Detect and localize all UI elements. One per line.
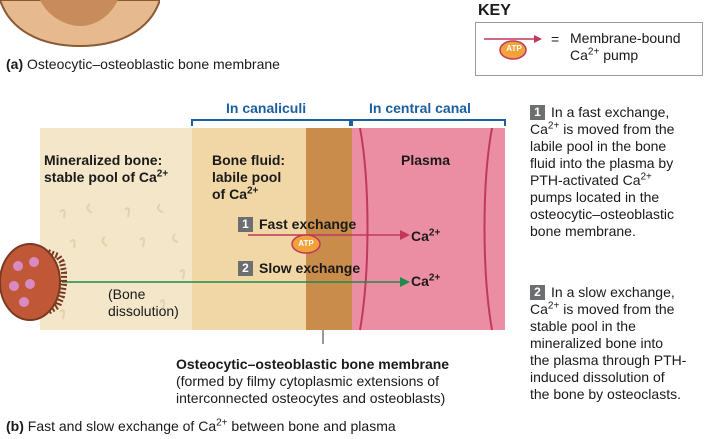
panel-b-caption: (b) Fast and slow exchange of Ca2+ betwe…: [6, 417, 396, 434]
fast-exchange-atp-pump: [291, 234, 321, 254]
fast-exchange-number: 1: [238, 217, 253, 232]
membrane-caption: Osteocytic–osteoblastic bone membrane (f…: [176, 356, 450, 406]
panel-b-letter: (b): [6, 418, 24, 434]
mineralized-bone-label: Mineralized bone: stable pool of Ca2+: [44, 152, 169, 185]
key-desc-line2: Ca2+ pump: [570, 46, 639, 63]
panel-a-letter: (a): [6, 56, 24, 72]
panel-a-caption: (a) Osteocytic–osteoblastic bone membran…: [6, 56, 280, 72]
key-atp-label: ATP: [506, 44, 522, 53]
bone-membrane-band: [306, 128, 352, 330]
side-note-2-number: 2: [530, 285, 545, 300]
key-description: Membrane-bound Ca2+ pump: [570, 30, 681, 64]
bracket-central-canal: [351, 119, 506, 126]
bracket-label-canaliculi: In canaliculi: [226, 100, 307, 116]
slow-exchange-number: 2: [238, 261, 253, 276]
bone-fluid-label: Bone fluid: labile pool of Ca2+: [212, 152, 286, 202]
key-desc-line1: Membrane-bound: [570, 30, 681, 46]
key-box: [475, 22, 703, 76]
osteon-image-fragment: [0, 0, 160, 48]
membrane-caption-title: Osteocytic–osteoblastic bone membrane: [176, 356, 450, 372]
bracket-canaliculi: [191, 119, 351, 126]
plasma-label: Plasma: [401, 152, 451, 168]
key-pump-symbol: [484, 35, 542, 60]
bone-texture: [59, 203, 185, 320]
key-equals: =: [551, 31, 560, 47]
slow-exchange-ca: Ca2+: [411, 272, 441, 289]
side-note-1-number: 1: [530, 105, 545, 120]
plasma-region: [352, 128, 505, 330]
fast-atp-label: ATP: [298, 239, 314, 248]
panel-a-text: Osteocytic–osteoblastic bone membrane: [27, 56, 280, 72]
mineralized-bone-region: [40, 128, 192, 330]
bone-plasma-diagram: [0, 119, 506, 344]
bracket-label-central-canal: In central canal: [369, 100, 471, 116]
vessel-wall-left: [359, 127, 369, 331]
vessel-wall-right: [483, 127, 493, 331]
osteoclast: [0, 243, 67, 321]
bone-dissolution-label: (Bone dissolution): [108, 286, 179, 319]
fast-exchange-ca: Ca2+: [411, 227, 441, 244]
key-title: KEY: [478, 2, 511, 19]
